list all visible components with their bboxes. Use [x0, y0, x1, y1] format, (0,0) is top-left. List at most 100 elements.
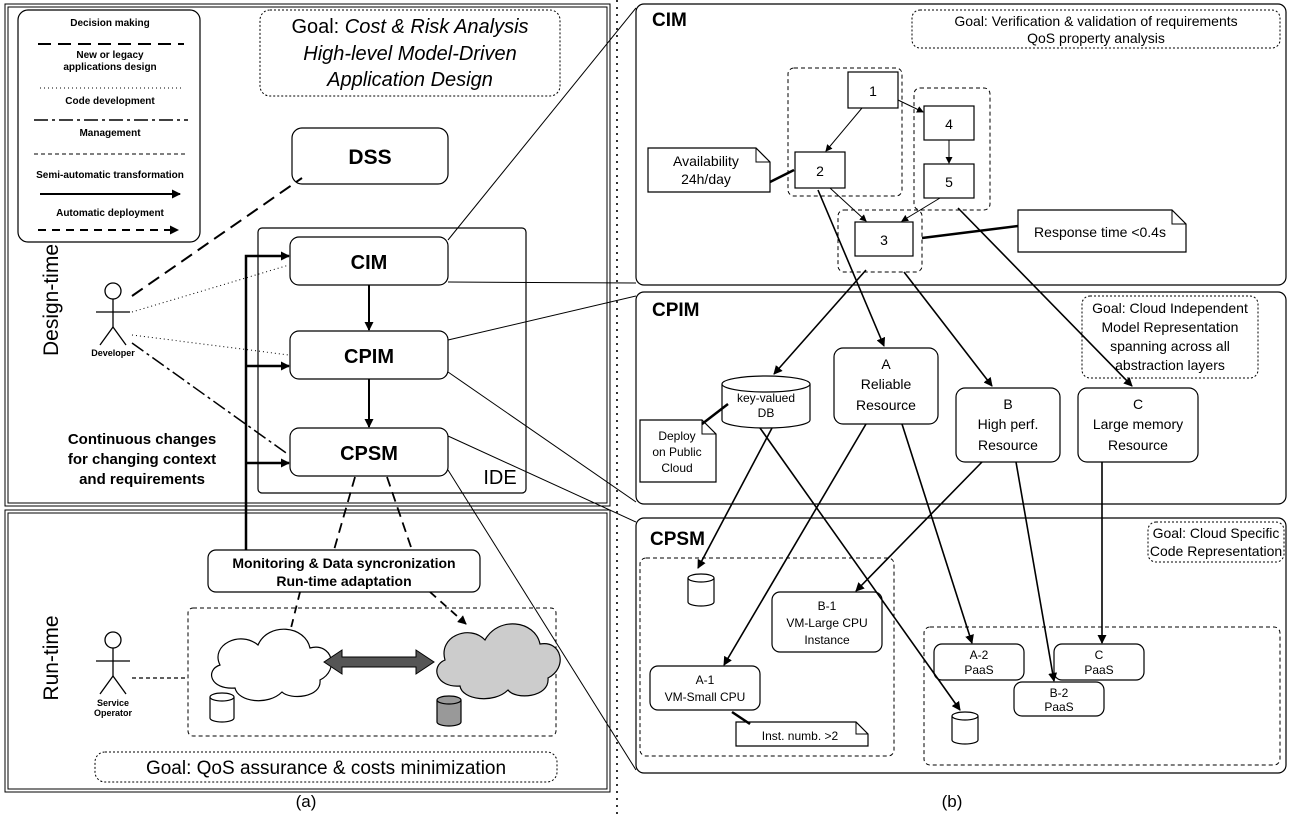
cim-node-4[interactable]: 4 — [923, 105, 975, 141]
resource-c[interactable]: C Large memory Resource — [1077, 387, 1199, 463]
vm-a1[interactable]: A-1 VM-Small CPU — [649, 665, 761, 711]
cim-panel — [635, 3, 1287, 286]
cpim-panel-title: CPIM — [652, 300, 700, 321]
arrow-5-3 — [901, 197, 941, 222]
svg-text:4: 4 — [945, 116, 953, 132]
cim-node-1[interactable]: 1 — [847, 71, 899, 109]
cpsm-goal-box: Goal: Cloud Specific Code Representation — [1147, 521, 1285, 563]
database-icon — [687, 573, 715, 607]
cim-group-bottom — [837, 209, 923, 273]
design-goal-line2: High-level Model-Driven — [303, 43, 516, 65]
svg-text:A-1: A-1 — [696, 673, 715, 687]
db-line2: DB — [758, 406, 775, 420]
developer-to-dss — [131, 177, 303, 297]
cpim-goal-line4: abstraction layers — [1115, 357, 1225, 373]
svg-text:B-2: B-2 — [1050, 686, 1069, 700]
cim-node-3[interactable]: 3 — [854, 221, 914, 257]
paas-c[interactable]: C PaaS — [1053, 643, 1145, 681]
feedback-loop-cim — [244, 251, 290, 550]
paas-b2[interactable]: B-2 PaaS — [1013, 681, 1105, 717]
svg-text:Large memory: Large memory — [1093, 416, 1183, 432]
run-time-frame-outer — [4, 509, 611, 793]
svg-text:CIM: CIM — [351, 252, 388, 274]
cpsm-goal-line1: Goal: Cloud Specific — [1153, 525, 1280, 541]
design-goal-prefix: Goal: — [291, 16, 344, 38]
cim-panel-title: CIM — [652, 10, 687, 31]
traceability-lines — [447, 7, 637, 771]
design-time-frame-inner — [7, 6, 608, 504]
svg-text:Inst. numb. >2: Inst. numb. >2 — [762, 729, 839, 743]
db-line1: key-valued — [737, 391, 795, 405]
svg-text:Resource: Resource — [856, 397, 916, 413]
cpsm-box[interactable]: CPSM — [289, 427, 449, 477]
arrow-1-4 — [897, 99, 924, 113]
cpim-box[interactable]: CPIM — [289, 330, 449, 380]
cloud-exchange-arrow — [323, 649, 435, 675]
cpsm-panel-title: CPSM — [650, 529, 705, 550]
cim-box[interactable]: CIM — [289, 236, 449, 286]
developer-to-cpsm — [131, 342, 290, 456]
arrow-1-2 — [825, 107, 863, 152]
svg-text:VM-Small CPU: VM-Small CPU — [665, 690, 746, 704]
svg-text:CPSM: CPSM — [340, 443, 398, 465]
deploy-note: Deploy on Public Cloud — [639, 419, 717, 483]
svg-text:C: C — [1095, 648, 1104, 662]
svg-text:Goal: QoS assurance & costs mi: Goal: QoS assurance & costs minimization — [146, 758, 506, 779]
legend-design-label-1: New or legacy — [76, 50, 144, 61]
design-time-frame-outer — [4, 3, 611, 507]
cim-node-2[interactable]: 2 — [794, 151, 846, 189]
svg-text:Instance: Instance — [804, 633, 850, 647]
legend-management-label: Management — [79, 128, 141, 139]
database-icon — [209, 692, 235, 723]
run-time-label: Run-time — [40, 615, 63, 700]
dss-box[interactable]: DSS — [291, 127, 449, 185]
svg-text:Resource: Resource — [978, 437, 1038, 453]
svg-text:Reliable: Reliable — [861, 376, 912, 392]
ide-label: IDE — [483, 467, 516, 489]
caption-b: (b) — [942, 792, 963, 811]
monitoring-box[interactable]: Monitoring & Data syncronization Run-tim… — [207, 549, 481, 593]
svg-text:High perf.: High perf. — [978, 416, 1039, 432]
svg-text:2: 2 — [816, 163, 824, 179]
qos-goal-box: Goal: QoS assurance & costs minimization — [94, 751, 558, 783]
monitoring-line2: Run-time adaptation — [276, 573, 411, 589]
caption-a: (a) — [296, 792, 317, 811]
legend-code-label: Code development — [65, 96, 155, 107]
svg-text:CPIM: CPIM — [344, 346, 394, 368]
svg-text:A: A — [881, 356, 891, 372]
cpim-goal-box: Goal: Cloud Independent Model Representa… — [1081, 295, 1259, 379]
runtime-cloud-container — [187, 607, 557, 737]
developer-to-cpim — [131, 334, 290, 356]
cim-goal-box: Goal: Verification & validation of requi… — [911, 9, 1281, 49]
response-time-link — [921, 224, 1019, 240]
legend-decision-label: Decision making — [70, 18, 149, 29]
cpim-goal-line1: Goal: Cloud Independent — [1092, 300, 1248, 316]
availability-link — [769, 168, 795, 184]
svg-text:B-1: B-1 — [818, 599, 837, 613]
response-time-note: Response time <0.4s — [1017, 209, 1187, 253]
arrow-2-3 — [829, 187, 867, 222]
database-icon — [436, 695, 462, 727]
continuous-line3: and requirements — [79, 471, 205, 488]
design-goal-line3: Application Design — [326, 69, 493, 91]
svg-text:DSS: DSS — [348, 146, 391, 169]
cpsm-deploy-right — [386, 476, 413, 551]
paas-a2[interactable]: A-2 PaaS — [933, 643, 1025, 681]
key-valued-db[interactable]: key-valued DB — [721, 375, 811, 429]
database-icon — [951, 711, 979, 745]
resource-a[interactable]: A Reliable Resource — [833, 347, 939, 425]
cim-goal-line1: Goal: Verification & validation of requi… — [954, 13, 1237, 29]
svg-text:Response time <0.4s: Response time <0.4s — [1034, 224, 1166, 240]
run-time-frame-inner — [7, 512, 608, 790]
cpsm-deploy-left — [333, 476, 356, 551]
vm-b1[interactable]: B-1 VM-Large CPU Instance — [771, 591, 883, 653]
cim-node-5[interactable]: 5 — [923, 163, 975, 199]
cim-group-left — [787, 67, 903, 197]
service-operator-actor — [96, 631, 130, 695]
cim-goal-line2: QoS property analysis — [1027, 30, 1165, 46]
availability-line1: Availability — [673, 153, 739, 169]
instance-note-link — [731, 710, 751, 726]
availability-line2: 24h/day — [681, 171, 731, 187]
resource-b[interactable]: B High perf. Resource — [955, 387, 1061, 463]
